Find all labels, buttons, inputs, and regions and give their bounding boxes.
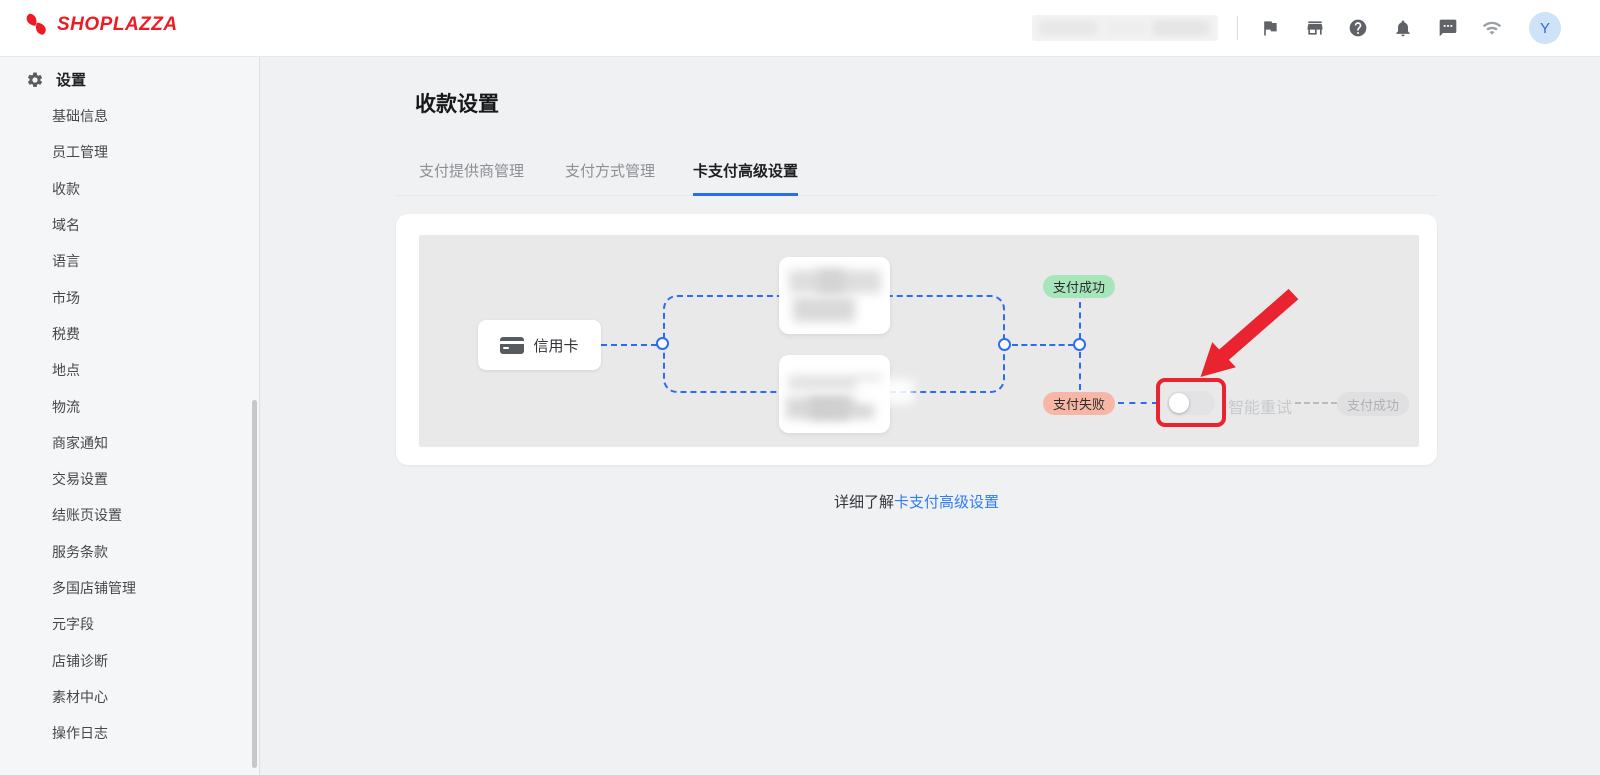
connector-retry-to-success xyxy=(1295,402,1337,404)
credit-card-label: 信用卡 xyxy=(533,337,579,355)
tab-payment-providers[interactable]: 支付提供商管理 xyxy=(419,163,525,180)
sidebar-item-locations[interactable]: 地点 xyxy=(52,362,80,379)
store-icon[interactable] xyxy=(1305,18,1325,38)
learn-more-text: 详细了解 xyxy=(833,494,894,511)
sidebar-menu: 基础信息 员工管理 收款 域名 语言 市场 税费 地点 物流 商家通知 交易设置… xyxy=(52,98,232,751)
junction-node-result xyxy=(1073,338,1086,351)
blur-smear xyxy=(856,379,914,404)
sidebar-header-settings[interactable]: 设置 xyxy=(26,69,86,90)
sidebar-item-staff[interactable]: 员工管理 xyxy=(52,144,108,161)
connector-to-fail xyxy=(1079,352,1081,390)
provider-box-top-blurred xyxy=(779,257,890,334)
sidebar-scrollbar[interactable] xyxy=(252,400,257,768)
smart-retry-label: 智能重试 xyxy=(1228,400,1293,417)
sidebar-item-asset-center[interactable]: 素材中心 xyxy=(52,688,108,705)
sidebar-item-checkout-settings[interactable]: 结账页设置 xyxy=(52,507,122,524)
connector-split-to-result xyxy=(1012,344,1074,346)
tab-payment-methods[interactable]: 支付方式管理 xyxy=(565,163,656,180)
sidebar-header-label: 设置 xyxy=(56,72,87,89)
logo-wordmark: SHOPLAZZA xyxy=(57,14,178,35)
sidebar-item-basic-info[interactable]: 基础信息 xyxy=(52,108,108,125)
help-icon[interactable] xyxy=(1348,18,1368,38)
sidebar-item-markets[interactable]: 市场 xyxy=(52,289,80,306)
connector-card-to-split xyxy=(601,344,657,346)
junction-node-right xyxy=(998,338,1011,351)
shoplazza-logo[interactable]: SHOPLAZZA xyxy=(24,12,178,38)
sidebar-item-payments[interactable]: 收款 xyxy=(52,180,80,197)
toggle-knob xyxy=(1169,393,1189,413)
header-divider xyxy=(1237,16,1238,40)
connector-fail-to-toggle xyxy=(1118,402,1158,404)
learn-more-row: 详细了解卡支付高级设置 xyxy=(396,491,1437,512)
payment-settings-tabs: 支付提供商管理 支付方式管理 卡支付高级设置 xyxy=(396,150,1437,196)
sidebar-item-metafields[interactable]: 元字段 xyxy=(52,616,94,633)
payment-success-badge: 支付成功 xyxy=(1043,275,1116,298)
notifications-icon[interactable] xyxy=(1393,18,1413,38)
payment-fail-badge: 支付失败 xyxy=(1043,392,1116,415)
connector-to-success xyxy=(1079,302,1081,339)
credit-card-node: 信用卡 xyxy=(478,320,601,370)
tab-advanced-card-settings[interactable]: 卡支付高级设置 xyxy=(693,160,799,196)
settings-sidebar: 设置 基础信息 员工管理 收款 域名 语言 市场 税费 地点 物流 商家通知 交… xyxy=(0,57,260,775)
top-header: SHOPLAZZA Y xyxy=(0,0,1600,57)
sidebar-item-multi-country-stores[interactable]: 多国店铺管理 xyxy=(52,580,136,596)
sidebar-item-shipping[interactable]: 物流 xyxy=(52,398,80,415)
gear-icon xyxy=(27,71,43,87)
credit-card-icon xyxy=(500,336,525,354)
learn-more-link[interactable]: 卡支付高级设置 xyxy=(894,494,1000,511)
sidebar-item-merchant-notifications[interactable]: 商家通知 xyxy=(52,434,108,451)
chat-icon[interactable] xyxy=(1438,18,1458,38)
wifi-icon[interactable] xyxy=(1482,18,1502,38)
flag-icon[interactable] xyxy=(1260,18,1280,38)
sidebar-item-operation-logs[interactable]: 操作日志 xyxy=(52,725,108,742)
sidebar-item-store-diagnosis[interactable]: 店铺诊断 xyxy=(52,652,108,669)
avatar[interactable]: Y xyxy=(1529,12,1561,44)
store-name-blurred xyxy=(1032,15,1218,41)
smart-retry-toggle[interactable] xyxy=(1167,391,1215,415)
sidebar-item-taxes[interactable]: 税费 xyxy=(52,325,80,342)
shoplazza-pinwheel-icon xyxy=(26,13,46,35)
junction-node-left xyxy=(656,337,669,350)
sidebar-item-terms-of-service[interactable]: 服务条款 xyxy=(52,543,108,560)
page-title: 收款设置 xyxy=(415,93,499,116)
red-annotation-arrow xyxy=(1200,288,1299,377)
retry-success-pill: 支付成功 xyxy=(1337,392,1410,416)
sidebar-item-languages[interactable]: 语言 xyxy=(52,253,80,270)
sidebar-item-transaction-settings[interactable]: 交易设置 xyxy=(52,471,108,488)
toggle-highlight-rectangle xyxy=(1156,378,1226,427)
sidebar-item-domains[interactable]: 域名 xyxy=(52,217,80,234)
